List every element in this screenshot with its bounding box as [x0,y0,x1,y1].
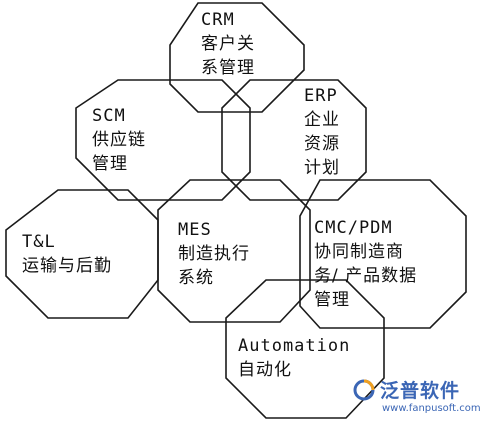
mes-title: MES [178,220,212,240]
watermark-brand: 泛普软件 [380,380,461,402]
erp-text-1: 企业 [304,110,340,130]
erp-title: ERP [304,86,338,106]
cmc-pdm-text-3: 管理 [314,290,350,310]
tl-text-1: 运输与后勤 [22,256,112,276]
automation-octagon [225,279,385,419]
automation-label: Automation 自动化 [238,334,350,382]
crm-octagon [169,2,305,113]
erp-text-3: 计划 [304,158,340,178]
scm-text-2: 管理 [92,154,128,174]
watermark-url: www.fanpusoft.com [382,403,480,414]
crm-title: CRM [201,10,235,30]
automation-title: Automation [238,336,351,356]
automation-text-1: 自动化 [238,360,292,380]
scm-title: SCM [92,106,126,126]
cmc-pdm-label: CMC/PDM 协同制造商 务/ 产品数据 管理 [314,216,417,312]
cmc-pdm-text-1: 协同制造商 [314,242,404,262]
fanpusoft-watermark: 泛普软件 www.fanpusoft.com [352,376,480,420]
erp-label: ERP 企业 资源 计划 [304,84,340,180]
cmc-pdm-text-2: 务/ 产品数据 [314,266,418,286]
tl-title: T&L [22,232,56,252]
erp-octagon [221,79,367,201]
fanpusoft-logo-icon [353,379,375,401]
cmc-pdm-octagon [299,179,467,329]
mes-label: MES 制造执行 系统 [178,218,250,290]
scm-octagon [75,79,251,201]
crm-text-2: 系管理 [201,58,255,78]
mes-octagon [157,179,311,323]
crm-label: CRM 客户关 系管理 [201,8,255,80]
crm-text-1: 客户关 [201,34,255,54]
tl-octagon [5,189,159,319]
mes-text-1: 制造执行 [178,244,250,264]
scm-text-1: 供应链 [92,130,146,150]
mes-text-2: 系统 [178,268,214,288]
erp-text-2: 资源 [304,134,340,154]
scm-label: SCM 供应链 管理 [92,104,146,176]
tl-label: T&L 运输与后勤 [22,230,112,278]
cmc-pdm-title: CMC/PDM [314,218,393,238]
